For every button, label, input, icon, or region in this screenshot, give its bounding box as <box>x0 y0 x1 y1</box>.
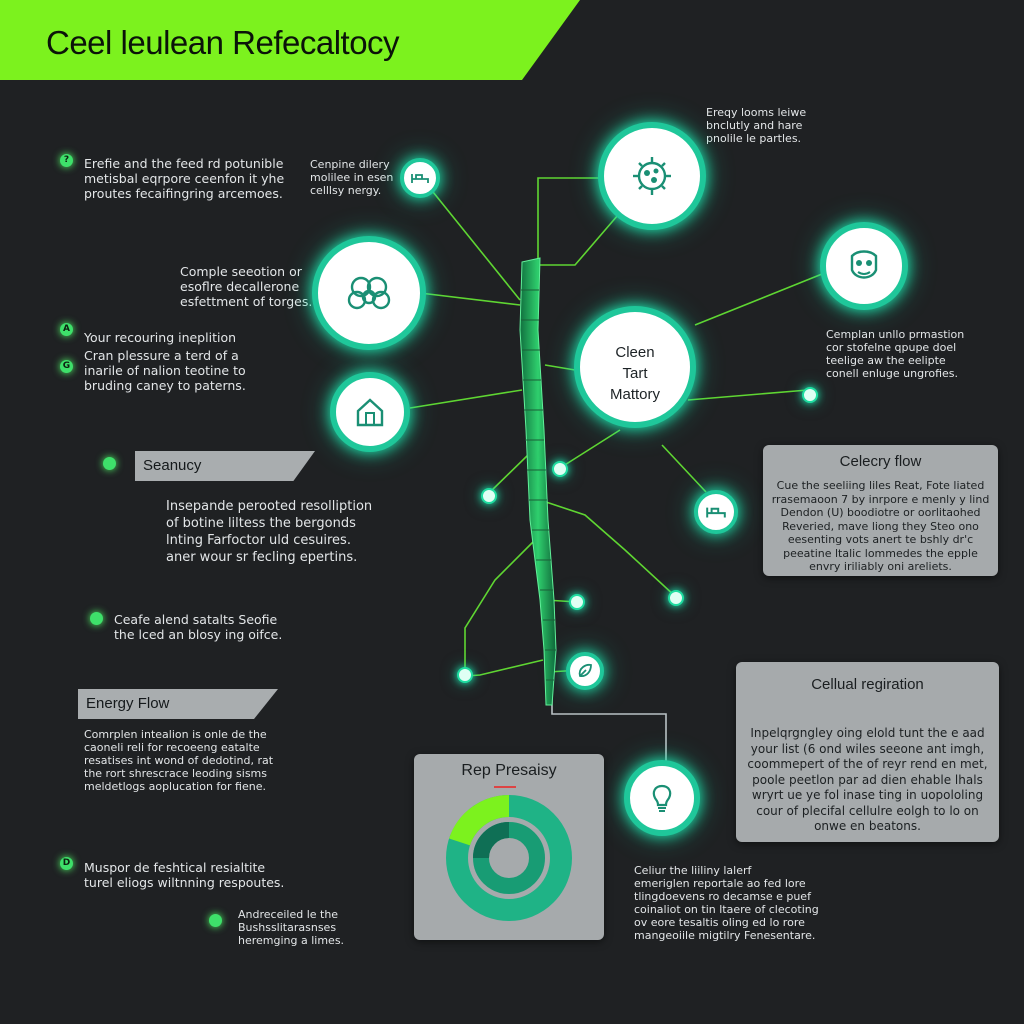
donut-hole <box>491 840 527 876</box>
panel-cellual-regiration: Cellual regiration Inpelqrgngley oing el… <box>736 662 999 842</box>
bed-icon <box>706 507 726 518</box>
panel-rep-presaisy: Rep Presaisy <box>414 754 604 940</box>
panel-body: Cue the seeliing liles Reat, Fote liated… <box>771 479 990 573</box>
stem <box>519 257 557 706</box>
junction-dot <box>552 461 568 477</box>
bullet-marker <box>209 914 222 927</box>
node-center-hub[interactable]: Cleen Tart Mattory <box>574 306 696 428</box>
center-node-label-3: Mattory <box>609 386 660 403</box>
tag-energy-flow: Energy Flow <box>78 689 278 719</box>
title-underline <box>494 786 516 788</box>
bullet-marker: A <box>60 323 73 336</box>
node-lightbulb[interactable] <box>624 760 700 836</box>
donut-chart <box>446 795 572 921</box>
flower-knot-icon <box>347 276 391 310</box>
bullet-marker: G <box>60 360 73 373</box>
gear-molecule-icon <box>633 157 671 195</box>
node-bed-small[interactable] <box>400 158 440 198</box>
house-icon <box>356 398 384 427</box>
bullet-marker: D <box>60 857 73 870</box>
center-node-label-2: Tart <box>622 365 648 382</box>
bullet-marker <box>90 612 103 625</box>
junction-dot <box>481 488 497 504</box>
junction-dot <box>569 594 585 610</box>
node-house[interactable] <box>330 372 410 452</box>
panel-title: Cellual regiration <box>811 676 924 693</box>
donut-segment-outer <box>449 795 510 846</box>
node-flower-knot[interactable] <box>312 236 426 350</box>
panel-celery-flow: Celecry flow Cue the seeliing liles Reat… <box>763 445 998 576</box>
mask-face-icon <box>850 250 878 279</box>
tag-seanucy: Seanucy <box>135 451 315 481</box>
bed-icon <box>411 174 429 183</box>
node-leaf[interactable] <box>566 652 604 690</box>
page-title: Ceel leulean Refecaltocy <box>46 24 400 61</box>
panel-title: Rep Presaisy <box>461 762 557 779</box>
node-mask-face[interactable] <box>820 222 908 310</box>
note-recurring: Your recouring ineplition <box>84 330 237 345</box>
node-bed-right[interactable] <box>694 490 738 534</box>
junction-dot <box>457 667 473 683</box>
lightbulb-icon <box>652 784 672 812</box>
bullet-marker <box>103 457 116 470</box>
junction-dot <box>668 590 684 606</box>
junction-dot <box>802 387 818 403</box>
leaf-icon <box>578 663 592 677</box>
panel-title: Celecry flow <box>839 453 922 470</box>
center-node-label-1: Cleen <box>615 344 655 361</box>
donut-segment-inner <box>473 822 510 859</box>
node-gear-molecule[interactable] <box>598 122 706 230</box>
bullet-marker: ? <box>60 154 73 167</box>
header-banner <box>0 0 580 80</box>
